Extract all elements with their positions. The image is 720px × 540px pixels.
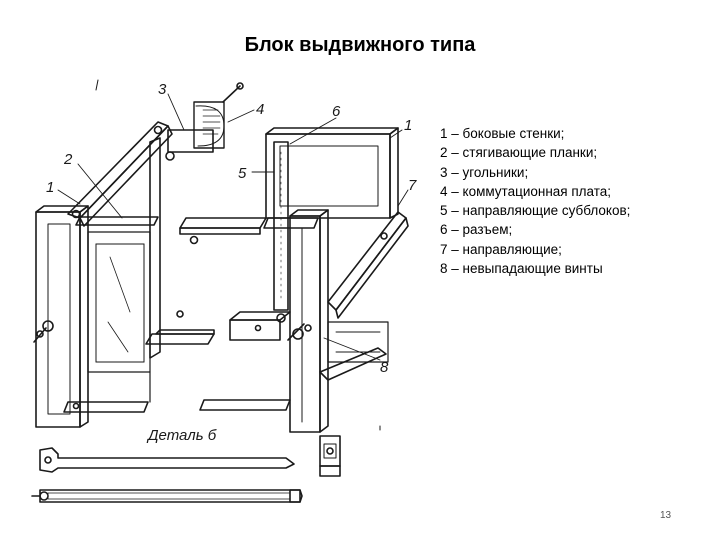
unit-drawing: 1 2 3 4 5 6 1 7 8 Деталь б <box>31 79 417 503</box>
detail-b-part <box>319 435 341 477</box>
callout-7: 7 <box>408 177 417 194</box>
right-side-wall <box>287 209 329 433</box>
legend: 1 – боковые стенки; 2 – стягивающие план… <box>440 124 710 278</box>
callout-leaders <box>57 93 409 361</box>
callout-8: 8 <box>380 359 389 376</box>
legend-item: 4 – коммутационная плата; <box>440 183 612 199</box>
connector-strip <box>273 141 289 323</box>
legend-item: 6 – разъем; <box>440 222 513 238</box>
corner-bracket-assembly <box>165 82 244 161</box>
callout-5: 5 <box>238 165 247 182</box>
detail-b-label: Деталь б <box>146 427 217 444</box>
right-guides <box>319 211 409 381</box>
slide-title: Блок выдвижного типа <box>244 34 476 56</box>
legend-item: 3 – угольники; <box>440 164 529 180</box>
left-side-wall <box>33 137 161 428</box>
legend-item: 5 – направляющие субблоков; <box>440 203 631 219</box>
legend-item: 8 – невыпадающие винты <box>440 261 603 277</box>
right-rear-frame <box>265 127 399 219</box>
callout-1-left: 1 <box>46 179 54 196</box>
legend-item: 2 – стягивающие планки; <box>440 145 598 161</box>
callout-3: 3 <box>158 81 167 98</box>
callout-6: 6 <box>332 103 341 120</box>
legend-item: 7 – направляющие; <box>440 241 562 257</box>
bottom-rails <box>63 371 291 413</box>
callout-1-right: 1 <box>404 117 412 134</box>
subblock-guides <box>75 216 319 345</box>
legend-item: 1 – боковые стенки; <box>440 126 565 141</box>
callout-labels: 1 2 3 4 5 6 1 7 8 <box>46 81 417 376</box>
page-number: 13 <box>660 510 672 521</box>
callout-2: 2 <box>63 151 73 168</box>
detail-b-rails <box>31 447 303 503</box>
callout-4: 4 <box>256 101 264 118</box>
tie-bar-left <box>67 121 173 227</box>
